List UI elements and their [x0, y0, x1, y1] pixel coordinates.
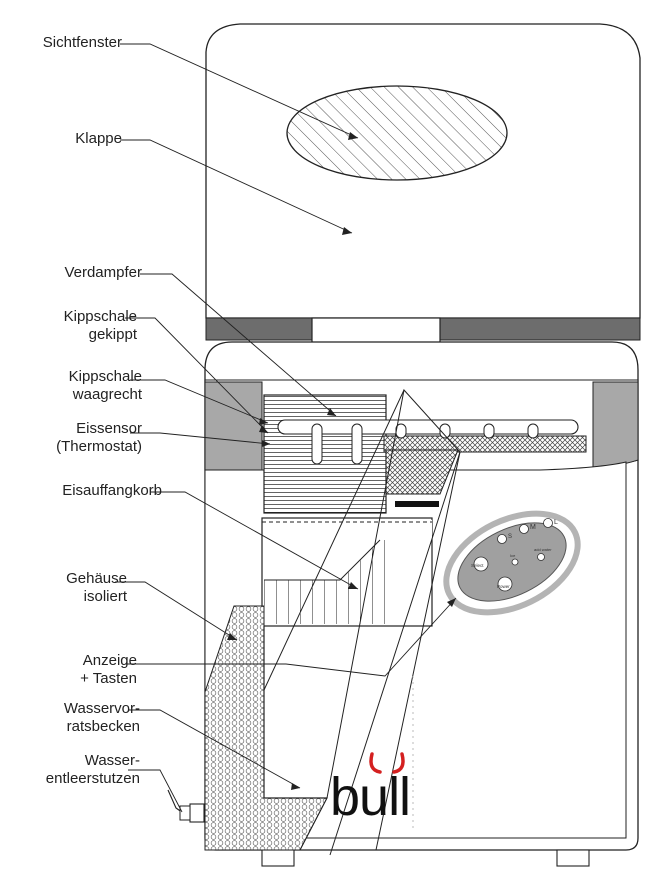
left-side-panel: [204, 381, 263, 471]
leader-lines: [115, 43, 457, 813]
sensor-bar: [395, 501, 439, 507]
label-klappe: Klappe: [75, 130, 122, 147]
button-s[interactable]: [497, 534, 507, 544]
indicator-add-water: [537, 553, 545, 561]
logo-horns: [369, 752, 405, 774]
leader-arrowheads: [227, 132, 456, 790]
panel-label-power: Power: [497, 584, 510, 589]
label-kippschale-gekippt: Kippschale gekippt: [63, 308, 137, 343]
verdampfer-fingers: [311, 423, 539, 465]
button-power[interactable]: [497, 576, 513, 592]
panel-label-select: Select: [471, 563, 484, 568]
cutaway-divider: [264, 539, 381, 581]
viewing-window: [286, 85, 508, 181]
panel-label-m: M: [530, 524, 536, 531]
label-gehaeuse: Gehäuse isoliert: [66, 570, 127, 605]
label-eisauffangkorb: Eisauffangkorb: [62, 482, 162, 499]
control-buttons: [473, 518, 553, 592]
button-l[interactable]: [543, 518, 553, 528]
button-m[interactable]: [519, 524, 529, 534]
panel-label-s: S: [508, 534, 512, 540]
label-kippschale-waagrecht: Kippschale waagrecht: [68, 368, 142, 403]
foot-right: [556, 849, 590, 867]
basket-cut: [264, 520, 432, 580]
sensor-wedge: [385, 449, 459, 495]
foot-left: [261, 849, 295, 867]
brand-logo: bull: [330, 767, 411, 827]
wasservorratsbecken: [263, 626, 327, 799]
label-sichtfenster: Sichtfenster: [42, 34, 122, 51]
cutaway-edge: [263, 389, 461, 856]
control-panel-ring: [443, 510, 581, 616]
cutaway-wedge: [299, 388, 461, 851]
label-verdampfer: Verdampfer: [64, 264, 142, 281]
button-select[interactable]: [473, 556, 489, 572]
label-wasservorratsbecken: Wasservor- ratsbecken: [63, 700, 140, 735]
kippschale-box: [263, 394, 387, 514]
right-side-panel: [592, 381, 639, 469]
panel-label-ice: Ice: [510, 553, 516, 558]
label-wasserentleerstutzen: Wasser- entleerstutzen: [45, 752, 140, 787]
wasserentleerstutzen: [167, 789, 205, 823]
label-anzeige: Anzeige + Tasten: [80, 652, 137, 687]
panel-label-add-water: add water: [534, 547, 552, 552]
indicator-ice: [511, 558, 519, 566]
label-eissensor: Eissensor (Thermostat): [56, 420, 142, 455]
panel-label-l: L: [554, 519, 558, 526]
